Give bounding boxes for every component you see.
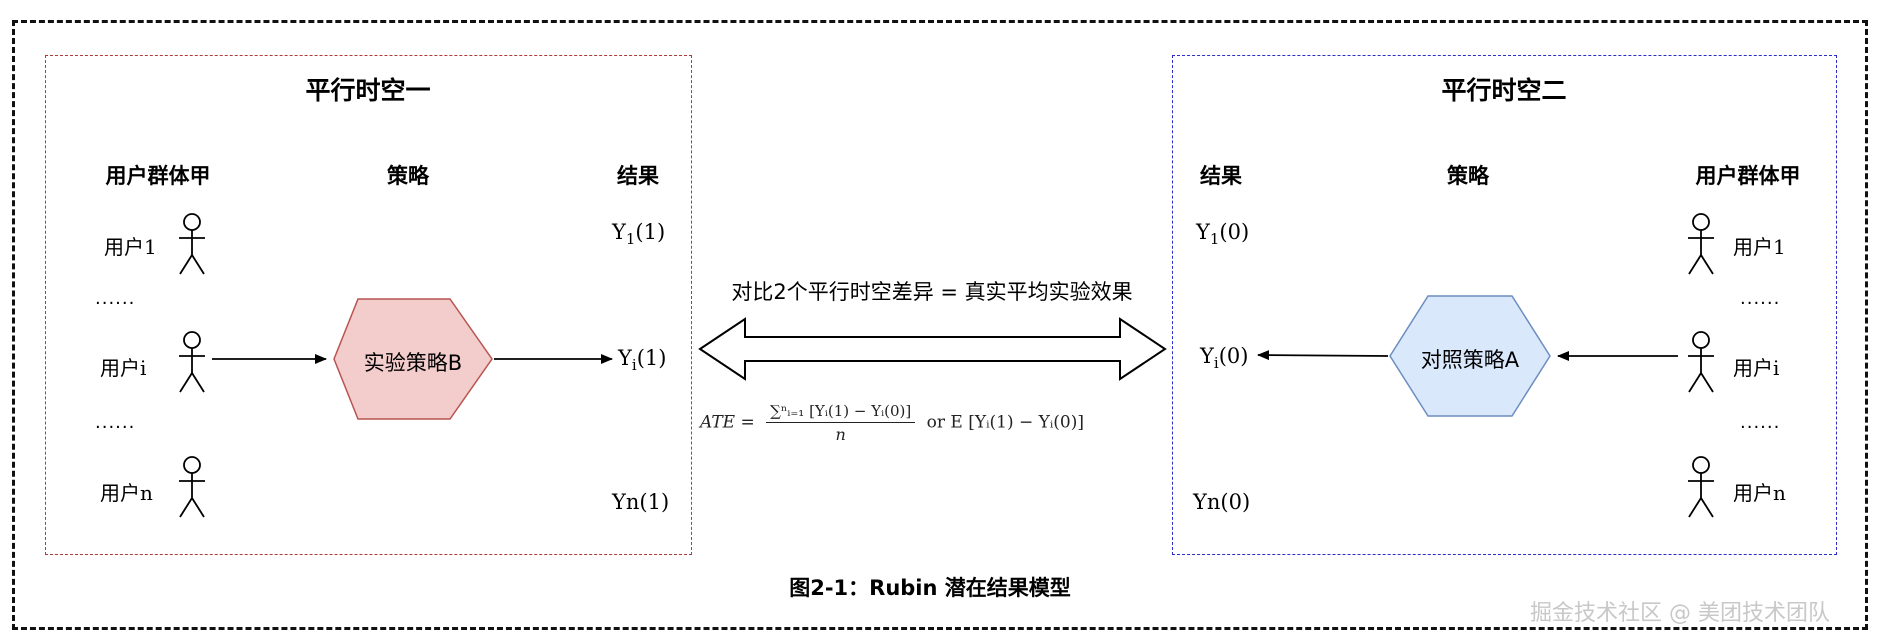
person-icon-right-n bbox=[1688, 456, 1714, 518]
ate-fraction: ∑ⁿᵢ₌₁ [Yᵢ(1) − Yᵢ(0)] n bbox=[766, 402, 916, 444]
right-outcome-1: Y1(0) bbox=[1196, 220, 1250, 248]
outer-frame bbox=[12, 20, 1868, 630]
right-user-1-label: 用户1 bbox=[1733, 235, 1786, 259]
person-icon-right-1 bbox=[1688, 213, 1714, 275]
right-header-outcome: 结果 bbox=[1200, 164, 1242, 188]
right-header-strategy: 策略 bbox=[1447, 164, 1489, 188]
right-ellipsis-1: ...... bbox=[1740, 288, 1781, 309]
watermark: 掘金技术社区 @ 美团技术团队 bbox=[1530, 601, 1830, 626]
right-outcome-n: Yn(0) bbox=[1193, 490, 1251, 514]
person-icon-left-n bbox=[179, 456, 205, 518]
comparison-label: 对比2个平行时空差异 = 真实平均实验效果 bbox=[731, 280, 1133, 304]
left-ellipsis-2: ...... bbox=[95, 412, 136, 433]
left-outcome-n: Yn(1) bbox=[612, 490, 670, 514]
left-header-outcome: 结果 bbox=[617, 164, 659, 188]
right-universe-title: 平行时空二 bbox=[1441, 76, 1567, 105]
right-user-n-label: 用户n bbox=[1733, 481, 1786, 505]
right-user-i-label: 用户i bbox=[1733, 356, 1780, 380]
person-icon-right-i bbox=[1688, 331, 1714, 393]
person-icon-left-1 bbox=[179, 213, 205, 275]
left-user-n-label: 用户n bbox=[100, 481, 153, 505]
right-ellipsis-2: ...... bbox=[1740, 412, 1781, 433]
left-outcome-i: Yi(1) bbox=[618, 346, 667, 374]
left-user-i-label: 用户i bbox=[100, 356, 147, 380]
left-user-1-label: 用户1 bbox=[104, 235, 157, 259]
right-header-users: 用户群体甲 bbox=[1695, 164, 1801, 188]
arrow-control-to-outcome bbox=[1257, 350, 1389, 361]
left-universe-title: 平行时空一 bbox=[305, 76, 431, 105]
left-outcome-1: Y1(1) bbox=[612, 220, 666, 248]
ate-formula: ATE = ∑ⁿᵢ₌₁ [Yᵢ(1) − Yᵢ(0)] n or E [Yᵢ(1… bbox=[700, 402, 1084, 444]
control-strategy-label: 对照策略A bbox=[1420, 348, 1520, 372]
treatment-strategy-label: 实验策略B bbox=[363, 351, 463, 375]
left-header-users: 用户群体甲 bbox=[105, 164, 211, 188]
treatment-strategy-hexagon bbox=[333, 298, 493, 420]
parallel-universe-one-box bbox=[45, 55, 692, 555]
person-icon-left-i bbox=[179, 331, 205, 393]
parallel-universe-two-box bbox=[1172, 55, 1837, 555]
right-outcome-i: Yi(0) bbox=[1200, 344, 1249, 372]
control-strategy-hexagon bbox=[1389, 295, 1551, 417]
left-ellipsis-1: ...... bbox=[95, 288, 136, 309]
comparison-double-arrow bbox=[698, 317, 1167, 381]
figure-caption: 图2-1：Rubin 潜在结果模型 bbox=[789, 576, 1071, 600]
left-header-strategy: 策略 bbox=[387, 164, 429, 188]
